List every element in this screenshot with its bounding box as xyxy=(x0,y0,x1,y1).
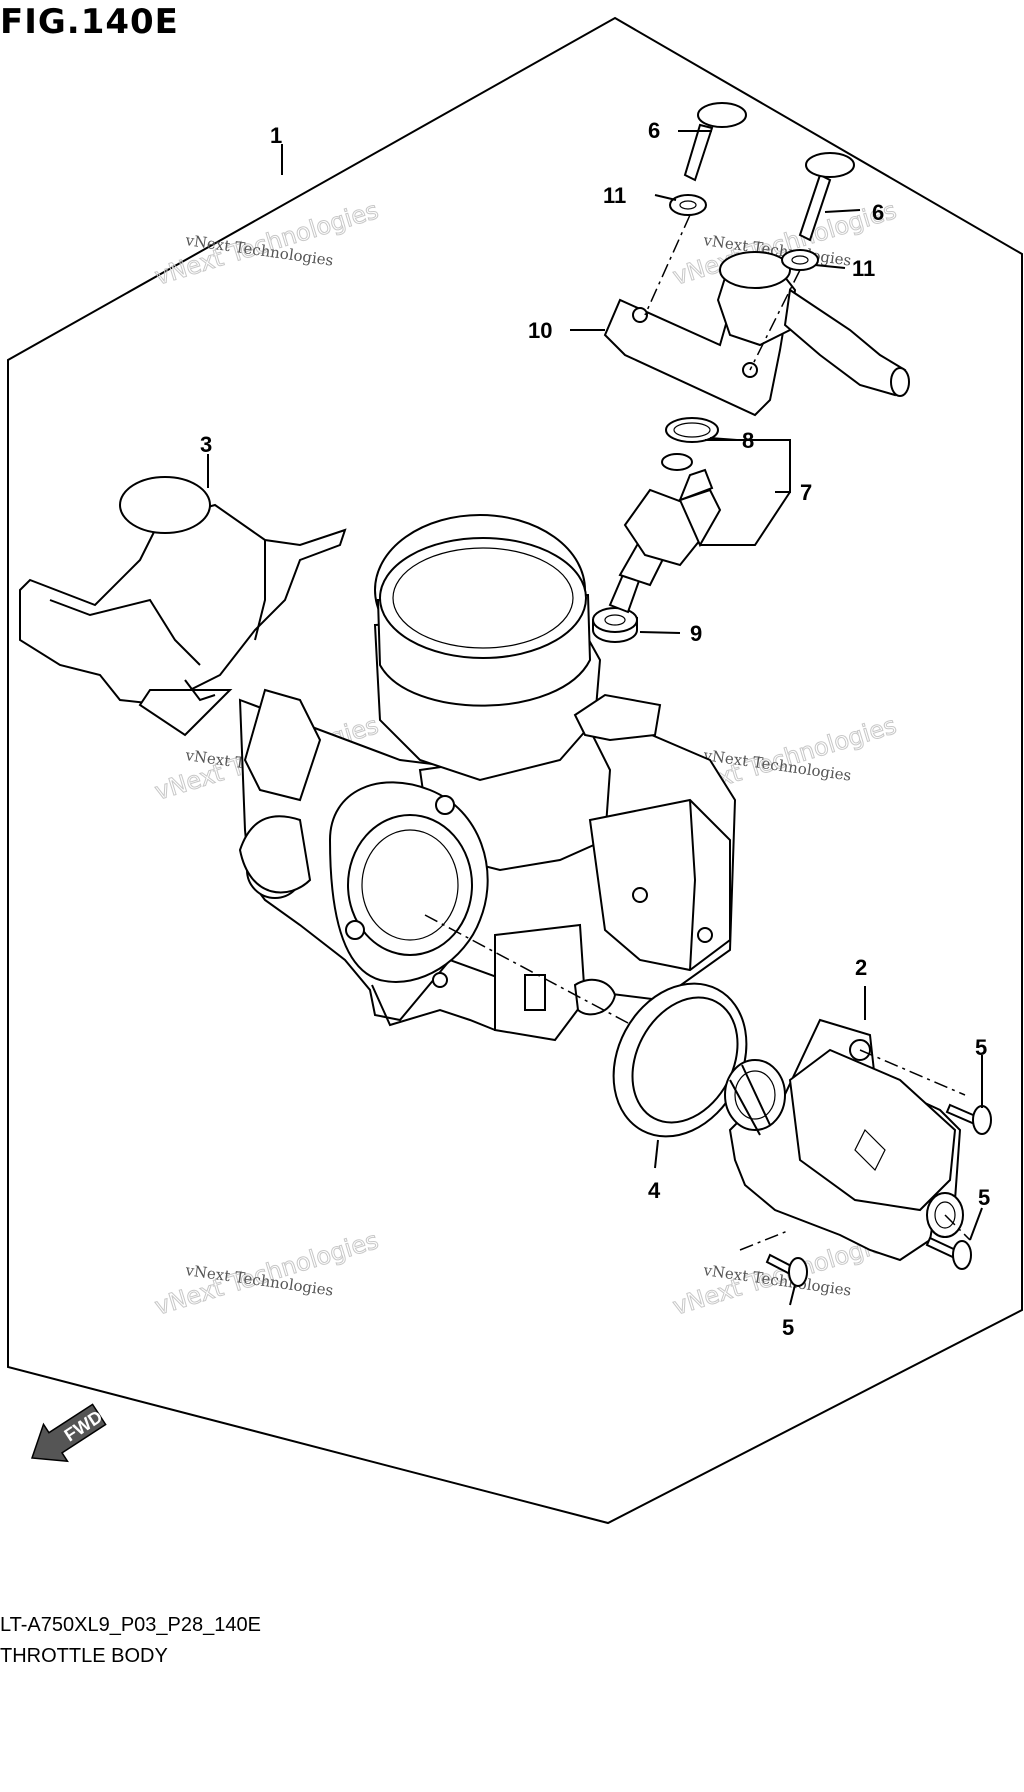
callout-4: 4 xyxy=(648,1178,661,1203)
callout-6b: 6 xyxy=(872,200,884,225)
part-11-washer xyxy=(669,194,707,216)
callout-3: 3 xyxy=(200,432,212,457)
part-4-gasket xyxy=(612,982,748,1138)
part-6-bolt xyxy=(683,102,747,182)
fwd-arrow-icon: FWD xyxy=(30,1403,107,1463)
callout-2: 2 xyxy=(855,955,867,980)
part-6-bolt xyxy=(798,152,855,242)
callout-5b: 5 xyxy=(978,1185,990,1210)
part-1-throttle-body xyxy=(238,514,737,1042)
part-11-washer xyxy=(781,249,819,271)
part-8-oring xyxy=(665,417,719,443)
callout-1: 1 xyxy=(270,123,282,148)
callout-5a: 5 xyxy=(975,1035,987,1060)
assembly-line xyxy=(749,269,801,371)
part-7-injector xyxy=(608,453,722,614)
assembly-boundary xyxy=(7,16,1023,1525)
part-5-screw xyxy=(925,1236,972,1270)
assembly-line xyxy=(644,214,691,316)
part-code: LT-A750XL9_P03_P28_140E xyxy=(0,1614,261,1636)
part-2-sensor xyxy=(724,1018,971,1262)
part-5-screw xyxy=(945,1103,992,1135)
leader-lines xyxy=(207,130,983,1306)
callout-7: 7 xyxy=(800,480,812,505)
figure-title: FIG.140E xyxy=(0,2,179,42)
part-name: THROTTLE BODY xyxy=(0,1645,168,1667)
part-3-throttle-bracket xyxy=(19,476,347,737)
callout-5c: 5 xyxy=(782,1315,794,1340)
part-9-cushion xyxy=(592,607,638,643)
part-5-screw xyxy=(765,1253,808,1287)
callout-11a: 11 xyxy=(603,183,626,208)
callout-6a: 6 xyxy=(648,118,660,143)
callout-9: 9 xyxy=(690,621,702,646)
part-10-delivery-pipe xyxy=(603,251,910,417)
callout-11b: 11 xyxy=(852,256,875,281)
callout-8: 8 xyxy=(742,428,754,453)
callout-10: 10 xyxy=(528,318,552,343)
